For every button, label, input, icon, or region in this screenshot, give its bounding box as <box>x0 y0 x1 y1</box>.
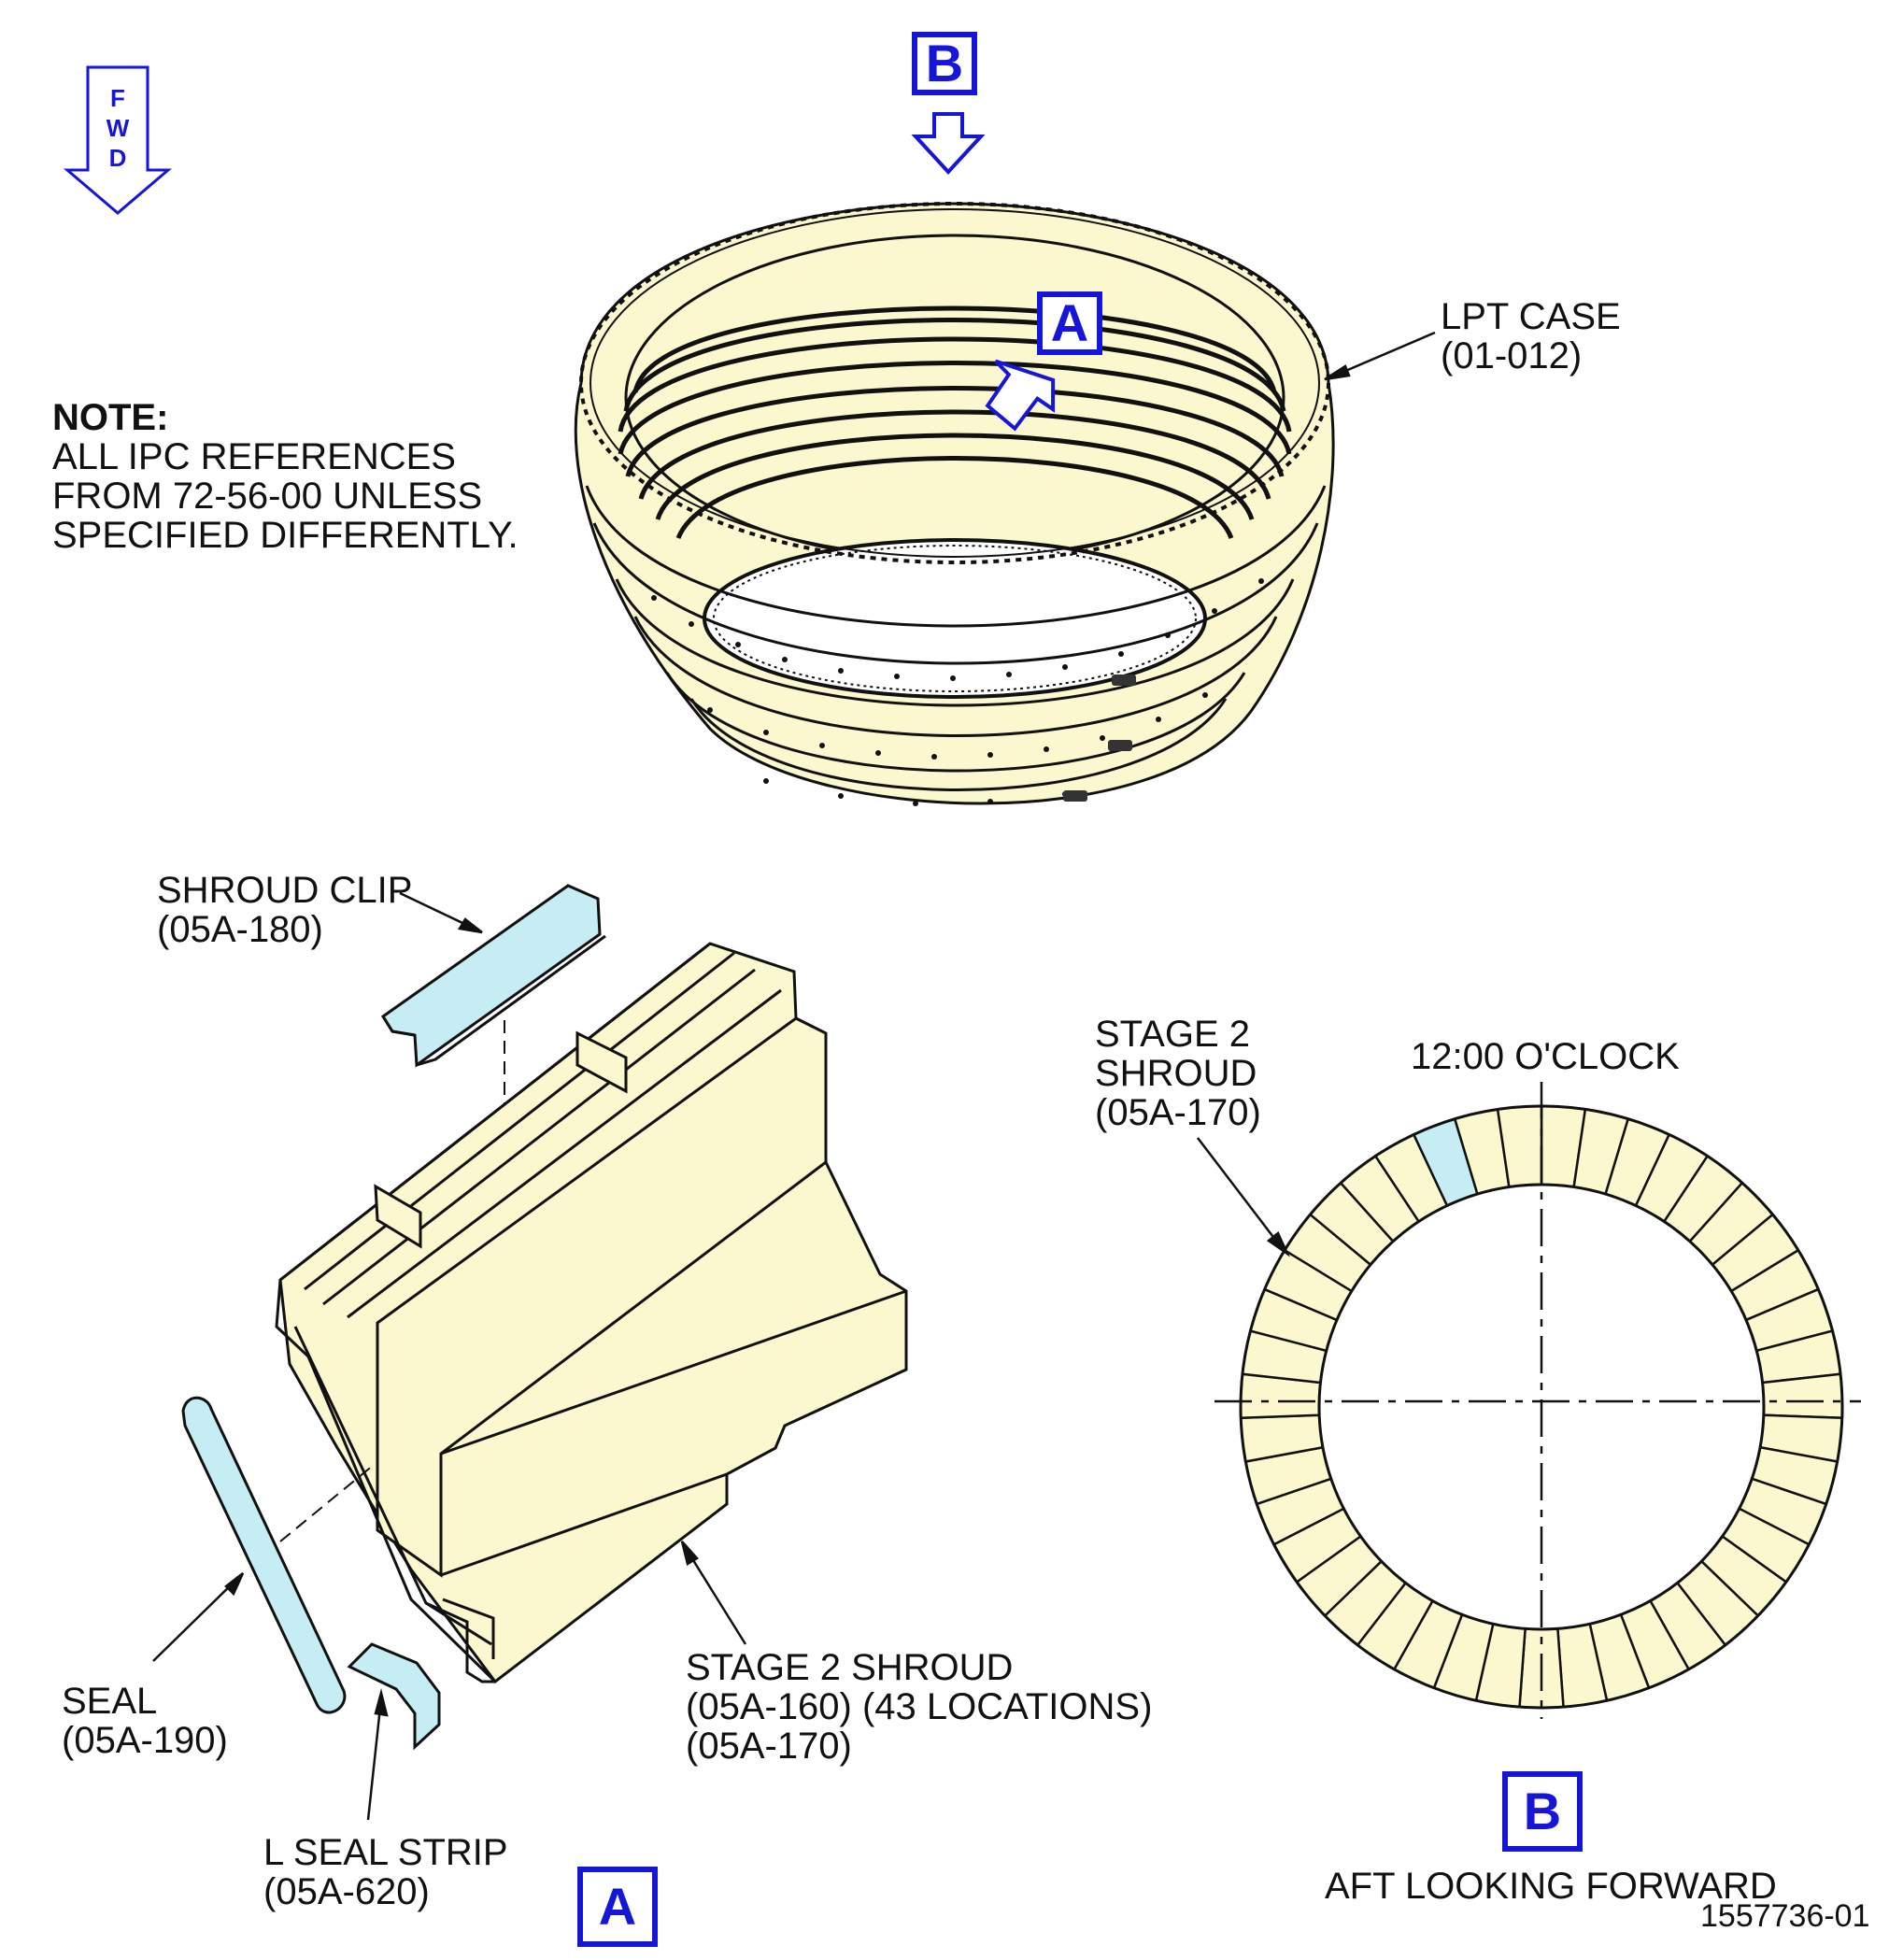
seal-label: SEAL <box>62 1681 158 1722</box>
view-a-marker-bottom: A <box>577 1867 658 1947</box>
view-b-marker-top: B <box>912 32 977 95</box>
note-line: FROM 72-56-00 UNLESS <box>52 476 483 517</box>
lpt-case-label: LPT CASE <box>1441 296 1621 337</box>
fwd-letter-d: D <box>108 144 127 172</box>
stage2-shroud-segment-drawing <box>275 942 908 1684</box>
stage2-shroud-detail-label: STAGE 2 SHROUD <box>686 1647 1014 1688</box>
stage2-shroud-detail-partno: (05A-160) (43 LOCATIONS) <box>686 1686 1153 1727</box>
view-b-pointer-icon <box>911 112 986 175</box>
figure-id: 1557736-01 <box>1700 1898 1870 1934</box>
shroud-clip-label: SHROUD CLIP <box>157 870 413 911</box>
stage2-shroud-ring-drawing <box>1239 1104 1844 1710</box>
l-seal-strip-drawing <box>347 1642 441 1751</box>
ring-segment <box>1761 1372 1844 1420</box>
l-seal-strip-label: L SEAL STRIP <box>263 1832 508 1873</box>
ring-centerlines <box>1214 1082 1861 1719</box>
seal-drawing <box>181 1396 347 1714</box>
view-caption: AFT LOOKING FORWARD <box>1325 1866 1777 1907</box>
view-a-pointer-icon <box>985 359 1056 432</box>
clock-reference-label: 12:00 O'CLOCK <box>1411 1036 1680 1077</box>
lpt-case-partno: (01-012) <box>1441 335 1583 376</box>
stage2-shroud-detail-partno-alt: (05A-170) <box>686 1726 852 1767</box>
note-line: SPECIFIED DIFFERENTLY. <box>52 515 518 556</box>
lpt-case-leader <box>1324 331 1436 381</box>
l-seal-strip-partno: (05A-620) <box>263 1871 430 1912</box>
fwd-arrow-icon <box>63 65 173 215</box>
stage2-shroud-ring-label: SHROUD <box>1095 1053 1257 1094</box>
seal-partno: (05A-190) <box>62 1720 228 1761</box>
lpt-case-drawing <box>574 202 1335 806</box>
stage2-shroud-ring-partno: (05A-170) <box>1095 1092 1261 1133</box>
shroud-clip-drawing <box>380 884 606 1068</box>
note-heading: NOTE: <box>52 397 169 438</box>
shroud-clip-partno: (05A-180) <box>157 909 323 950</box>
stage2-shroud-ring-label: STAGE 2 <box>1095 1014 1250 1055</box>
detail-a-leaders <box>152 891 747 1821</box>
view-b-marker-bottom: B <box>1502 1771 1583 1852</box>
ring-leader <box>1197 1137 1291 1257</box>
fwd-letter-w: W <box>106 114 130 142</box>
view-a-marker-case: A <box>1037 291 1102 355</box>
fwd-letter-f: F <box>110 84 125 112</box>
note-line: ALL IPC REFERENCES <box>52 436 456 477</box>
